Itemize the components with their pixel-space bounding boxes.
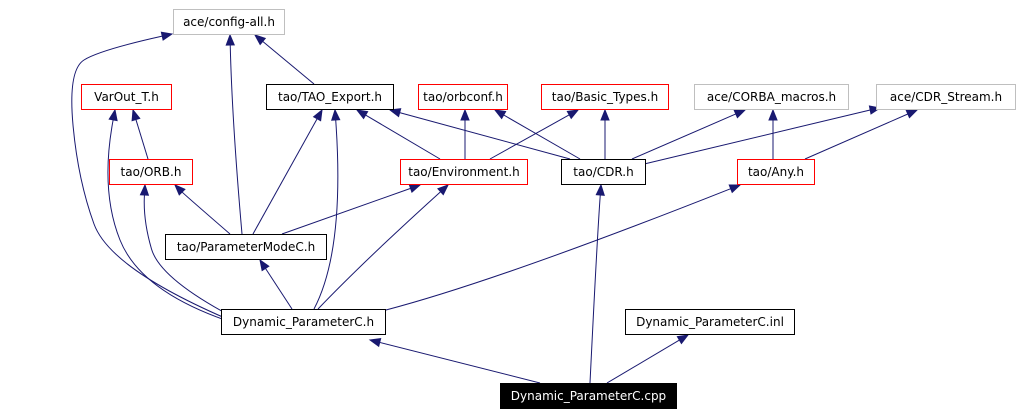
edge-line: [262, 41, 315, 85]
edge-line: [281, 187, 411, 235]
edge-line: [229, 44, 243, 235]
edge-orb-to-varout: [131, 108, 149, 160]
arrowhead-icon: [600, 108, 610, 121]
arrowhead-icon: [225, 33, 235, 46]
arrowhead-icon: [728, 184, 742, 194]
arrowhead-icon: [312, 108, 323, 122]
edge-dyn_h-to-varout: [107, 108, 226, 321]
node-ace-cdr-stream-h[interactable]: ace/CDR_Stream.h: [876, 84, 1016, 110]
node-ace-config-all-h[interactable]: ace/config-all.h: [173, 9, 285, 35]
edge-tao_export-to-config_all: [253, 34, 315, 85]
node-tao-any-h[interactable]: tao/Any.h: [737, 159, 815, 185]
edge-line: [589, 194, 601, 384]
edge-parammode-to-tao_export: [252, 108, 323, 235]
edge-line: [107, 119, 226, 321]
edge-line: [631, 113, 737, 160]
node-varout-t-h[interactable]: VarOut_T.h: [81, 84, 172, 110]
arrowhead-icon: [733, 109, 747, 119]
edge-line: [379, 341, 541, 384]
arrowhead-icon: [676, 334, 690, 345]
edge-dyn_h-to-parammode: [259, 258, 293, 310]
edge-dyn_h-to-environment: [317, 184, 449, 310]
edge-dyn_cpp-to-dyn_inl: [606, 334, 690, 384]
edge-cdr-to-basic_types: [600, 108, 610, 159]
edge-environment-to-orbconf: [460, 108, 470, 159]
edge-cdr-to-orbconf: [493, 109, 581, 160]
arrowhead-icon: [355, 109, 369, 120]
edge-line: [365, 114, 441, 160]
arrowhead-icon: [139, 183, 150, 196]
arrowhead-icon: [905, 109, 919, 119]
node-dynamic-parameterc-inl[interactable]: Dynamic_ParameterC.inl: [625, 309, 795, 335]
arrowhead-icon: [460, 108, 470, 121]
edge-dyn_cpp-to-dyn_h: [368, 337, 541, 384]
edge-environment-to-tao_export: [355, 109, 441, 160]
edge-line: [503, 114, 581, 160]
arrowhead-icon: [388, 108, 402, 118]
node-tao-basic-types-h[interactable]: tao/Basic_Types.h: [541, 84, 669, 110]
edge-line: [313, 119, 339, 310]
edge-line: [265, 268, 293, 310]
edge-cdr-to-tao_export: [388, 108, 571, 160]
edge-line: [399, 112, 571, 160]
edge-cdr-to-cdr_stream: [639, 105, 882, 166]
edge-dyn_h-to-config_all: [71, 31, 226, 319]
arrowhead-icon: [408, 184, 422, 193]
edge-line: [606, 339, 680, 384]
arrowhead-icon: [768, 108, 778, 121]
edge-dyn_h-to-any: [385, 184, 742, 311]
edge-environment-to-basic_types: [489, 109, 580, 160]
arrowhead-icon: [437, 184, 449, 196]
edge-any-to-cdr_stream: [804, 109, 919, 160]
node-dynamic-parameterc-cpp[interactable]: Dynamic_ParameterC.cpp: [500, 383, 677, 409]
arrowhead-icon: [493, 109, 507, 120]
edge-line: [135, 119, 149, 160]
edge-line: [71, 35, 226, 319]
edge-line: [143, 194, 230, 316]
node-tao-orbconf-h[interactable]: tao/orbconf.h: [418, 84, 508, 110]
node-ace-corba-macros-h[interactable]: ace/CORBA_macros.h: [694, 84, 849, 110]
node-dynamic-parameterc-h[interactable]: Dynamic_ParameterC.h: [221, 309, 386, 335]
arrowhead-icon: [253, 34, 267, 46]
edge-line: [252, 118, 318, 235]
arrowhead-icon: [595, 183, 605, 196]
node-tao-parametermodec-h[interactable]: tao/ParameterModeC.h: [165, 234, 327, 260]
edge-line: [804, 113, 909, 160]
arrowhead-icon: [131, 108, 141, 122]
arrowhead-icon: [368, 337, 382, 348]
edge-line: [181, 191, 231, 235]
node-tao-export-h[interactable]: tao/TAO_Export.h: [266, 84, 394, 110]
edge-line: [385, 188, 731, 311]
node-tao-cdr-h[interactable]: tao/CDR.h: [561, 159, 646, 185]
arrowhead-icon: [259, 258, 270, 272]
arrowhead-icon: [566, 109, 580, 120]
arrowhead-icon: [160, 31, 174, 41]
arrowhead-icon: [174, 184, 186, 196]
edge-parammode-to-environment: [281, 184, 422, 235]
edge-line: [317, 191, 441, 310]
edge-dyn_h-to-orb: [139, 183, 230, 316]
edge-line: [489, 114, 570, 160]
edge-dyn_h-to-tao_export: [313, 108, 341, 310]
edge-parammode-to-orb: [174, 184, 231, 235]
edge-dyn_cpp-to-cdr: [589, 183, 605, 384]
arrowhead-icon: [108, 108, 118, 122]
node-tao-orb-h[interactable]: tao/ORB.h: [109, 159, 193, 185]
edge-parammode-to-config_all: [225, 33, 243, 235]
arrowhead-icon: [331, 108, 341, 121]
node-tao-environment-h[interactable]: tao/Environment.h: [400, 159, 528, 185]
edge-any-to-corba_macros: [768, 108, 778, 159]
edge-line: [639, 109, 871, 166]
edge-cdr-to-corba_macros: [631, 109, 747, 160]
